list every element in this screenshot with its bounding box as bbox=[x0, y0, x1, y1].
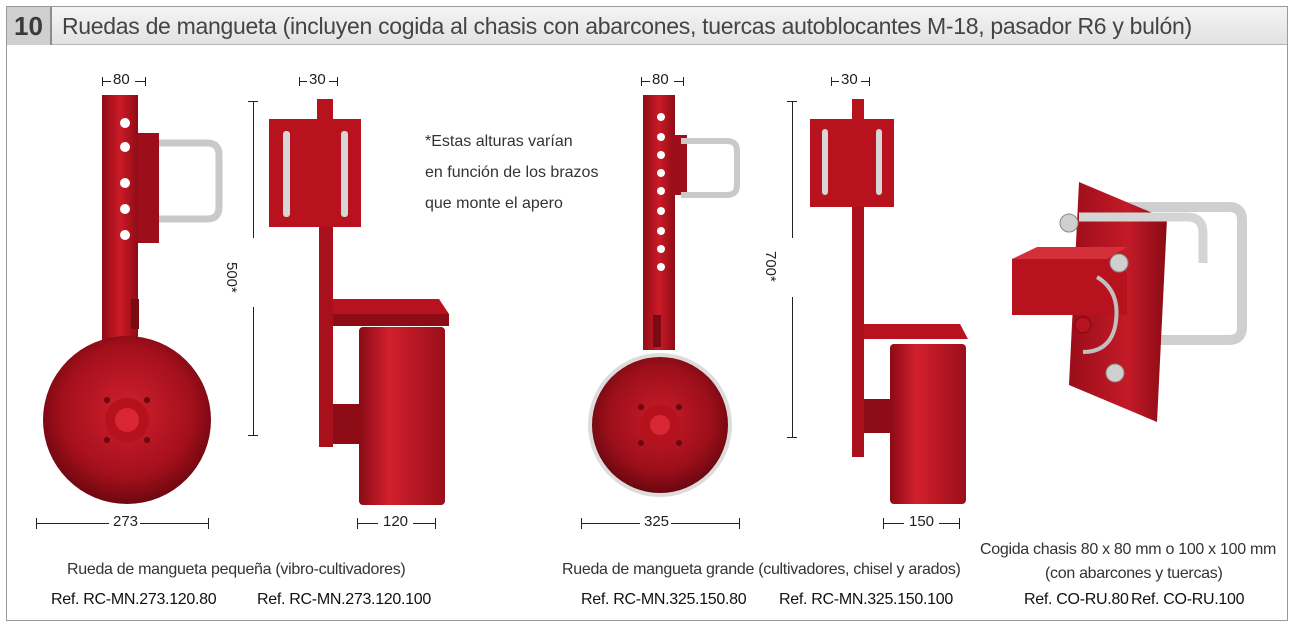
dim-line bbox=[884, 523, 904, 524]
dim-line bbox=[939, 523, 959, 524]
coupling-caption-2: (con abarcones y tuercas) bbox=[1045, 565, 1223, 582]
dim-tick bbox=[869, 77, 870, 86]
catalog-section: 10 Ruedas de mangueta (incluyen cogida a… bbox=[6, 6, 1288, 621]
dim-tick bbox=[208, 518, 209, 529]
dim-tick bbox=[357, 518, 358, 529]
dim-small-diameter: 273 bbox=[113, 513, 139, 530]
section-number: 10 bbox=[7, 7, 52, 45]
dim-line bbox=[861, 81, 869, 82]
dim-tick bbox=[102, 77, 103, 86]
dim-tick bbox=[787, 101, 797, 102]
dim-line bbox=[135, 81, 145, 82]
dim-tick bbox=[299, 77, 300, 86]
height-note: *Estas alturas varían en función de los … bbox=[425, 126, 598, 219]
coupling-ref-1: Ref. CO-RU.80 bbox=[1024, 591, 1129, 608]
dim-line bbox=[358, 523, 378, 524]
dim-large-height: 700* bbox=[762, 251, 779, 282]
dim-tick bbox=[581, 518, 582, 529]
dim-tick bbox=[683, 77, 684, 86]
dim-tick bbox=[36, 518, 37, 529]
dim-tick bbox=[739, 518, 740, 529]
dim-line bbox=[792, 102, 793, 238]
large-wheel-caption: Rueda de mangueta grande (cultivadores, … bbox=[562, 561, 961, 578]
dim-line bbox=[140, 523, 208, 524]
dim-tick bbox=[145, 77, 146, 86]
coupling-caption-1: Cogida chasis 80 x 80 mm o 100 x 100 mm bbox=[980, 541, 1277, 558]
dim-small-top-width: 80 bbox=[113, 71, 130, 88]
dim-small-height: 500* bbox=[223, 262, 240, 293]
large-wheel-ref-2: Ref. RC-MN.325.150.100 bbox=[779, 591, 953, 608]
dim-tick bbox=[641, 77, 642, 86]
small-wheel-front-image bbox=[43, 95, 223, 504]
section-header: 10 Ruedas de mangueta (incluyen cogida a… bbox=[7, 7, 1287, 45]
dim-tick bbox=[787, 437, 797, 438]
dim-line bbox=[103, 81, 111, 82]
dim-tick bbox=[831, 77, 832, 86]
dim-line bbox=[253, 307, 254, 435]
dim-line bbox=[300, 81, 307, 82]
small-wheel-caption: Rueda de mangueta pequeña (vibro-cultiva… bbox=[67, 561, 406, 578]
dim-small-tire-width: 120 bbox=[383, 513, 409, 530]
coupling-image bbox=[1012, 182, 1247, 422]
dim-small-side-width: 30 bbox=[309, 71, 326, 88]
dim-line bbox=[329, 81, 337, 82]
dim-large-tire-width: 150 bbox=[909, 513, 935, 530]
large-wheel-side-image bbox=[810, 99, 968, 504]
dim-large-diameter: 325 bbox=[644, 513, 670, 530]
dim-line bbox=[832, 81, 839, 82]
dim-tick bbox=[883, 518, 884, 529]
dim-tick bbox=[337, 77, 338, 86]
dim-large-top-width: 80 bbox=[652, 71, 669, 88]
dim-line bbox=[642, 81, 650, 82]
dim-tick bbox=[248, 435, 258, 436]
note-line-1: *Estas alturas varían bbox=[425, 133, 573, 150]
large-wheel-ref-1: Ref. RC-MN.325.150.80 bbox=[581, 591, 747, 608]
dim-large-side-width: 30 bbox=[841, 71, 858, 88]
note-line-3: que monte el apero bbox=[425, 195, 563, 212]
dim-line bbox=[674, 81, 683, 82]
dim-line bbox=[582, 523, 640, 524]
dim-line bbox=[413, 523, 435, 524]
large-wheel-front-image bbox=[588, 95, 740, 497]
dim-tick bbox=[435, 518, 436, 529]
dim-line bbox=[792, 297, 793, 437]
dim-line bbox=[253, 102, 254, 238]
small-wheel-ref-1: Ref. RC-MN.273.120.80 bbox=[51, 591, 217, 608]
dim-tick bbox=[248, 101, 258, 102]
small-wheel-side-image bbox=[269, 99, 449, 505]
section-title: Ruedas de mangueta (incluyen cogida al c… bbox=[62, 13, 1192, 39]
note-line-2: en función de los brazos bbox=[425, 164, 599, 181]
dim-line bbox=[671, 523, 739, 524]
coupling-ref-2: Ref. CO-RU.100 bbox=[1131, 591, 1245, 608]
dim-line bbox=[37, 523, 109, 524]
small-wheel-ref-2: Ref. RC-MN.273.120.100 bbox=[257, 591, 431, 608]
dim-tick bbox=[959, 518, 960, 529]
